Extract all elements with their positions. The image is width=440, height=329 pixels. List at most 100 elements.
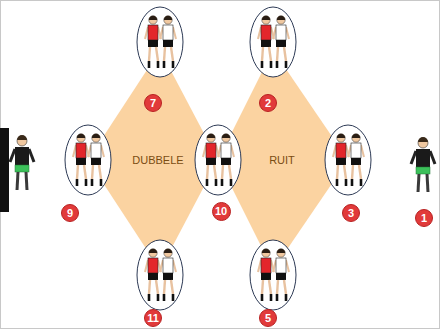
player-pair <box>250 240 296 310</box>
player-leg <box>222 165 223 179</box>
player-leg <box>269 280 271 294</box>
player-arm <box>286 260 289 272</box>
player-pair <box>137 7 183 77</box>
player-figure <box>145 249 161 301</box>
player-sock <box>206 179 209 186</box>
player-leg <box>171 280 173 294</box>
player-sock <box>351 179 354 186</box>
player-leg <box>156 47 158 61</box>
keeper-arm <box>10 149 15 162</box>
player-arm <box>88 145 91 157</box>
player-hair <box>149 16 157 20</box>
player-figure <box>160 249 176 301</box>
player-head <box>277 249 285 257</box>
callout-number: 9 <box>67 208 73 219</box>
player-head <box>337 134 345 142</box>
player-figure <box>145 16 161 68</box>
player-number: 1 <box>415 209 433 227</box>
player-leg <box>277 47 278 61</box>
player-hair <box>262 249 270 253</box>
player-shirt <box>148 25 158 40</box>
player-shirt <box>261 25 271 40</box>
goal-bar <box>0 128 9 212</box>
player-leg <box>149 280 150 294</box>
player-number: 3 <box>342 204 360 222</box>
player-pair <box>325 125 371 195</box>
player-sock <box>163 61 166 68</box>
player-pair <box>250 7 296 77</box>
player-leg <box>149 47 150 61</box>
player-head <box>77 134 85 142</box>
callout-number: 3 <box>348 208 354 219</box>
player-number: 9 <box>61 204 79 222</box>
player-leg <box>344 165 346 179</box>
player-shorts <box>276 40 286 47</box>
player-shorts <box>261 40 271 47</box>
player-leg <box>214 165 216 179</box>
player-shorts <box>221 158 231 165</box>
position-ellipse <box>250 240 296 310</box>
player-leg <box>284 280 286 294</box>
player-figure <box>203 134 219 186</box>
player-leg <box>164 47 165 61</box>
player-hair <box>164 249 172 253</box>
goalkeeper-right <box>411 137 435 192</box>
player-leg <box>207 165 208 179</box>
player-leg <box>84 165 86 179</box>
player-sock <box>276 61 279 68</box>
position-ellipse <box>137 240 183 310</box>
player-sock <box>76 179 79 186</box>
player-leg <box>92 165 93 179</box>
player-arm <box>203 145 206 157</box>
player-arm <box>73 145 76 157</box>
player-head <box>92 134 100 142</box>
player-figure <box>333 134 349 186</box>
player-head <box>149 249 157 257</box>
player-shorts <box>336 158 346 165</box>
keeper-head <box>418 138 428 148</box>
player-pair <box>137 240 183 310</box>
drill-diamond: RUIT2 <box>218 50 348 270</box>
player-head <box>277 16 285 24</box>
player-sock <box>261 61 264 68</box>
player-hair <box>277 16 285 20</box>
player-shorts <box>276 273 286 280</box>
player-number: 7 <box>144 94 162 112</box>
player-leg <box>284 47 286 61</box>
player-shorts <box>91 158 101 165</box>
player-leg <box>352 165 353 179</box>
player-figure <box>273 16 289 68</box>
player-head <box>352 134 360 142</box>
player-arm <box>258 260 261 272</box>
position-ellipse <box>325 125 371 195</box>
player-sock <box>148 294 151 301</box>
player-sock <box>157 294 160 301</box>
player-shirt <box>163 25 173 40</box>
player-sock <box>336 179 339 186</box>
player-head <box>262 16 270 24</box>
player-shirt <box>91 143 101 158</box>
player-hair <box>164 16 172 20</box>
player-number: 5 <box>259 309 277 327</box>
player-hair <box>352 134 360 138</box>
player-arm <box>173 260 176 272</box>
player-number: 10 <box>212 202 231 221</box>
player-arm <box>348 145 351 157</box>
keeper-shorts <box>416 167 430 174</box>
keeper-arm <box>430 151 435 164</box>
player-sock <box>215 179 218 186</box>
player-arm <box>160 27 163 39</box>
keeper-leg <box>26 172 27 190</box>
player-pair <box>65 125 111 195</box>
player-shorts <box>206 158 216 165</box>
player-leg <box>262 280 263 294</box>
player-number: 2 <box>259 94 277 112</box>
player-figure <box>160 16 176 68</box>
player-shirt <box>276 258 286 273</box>
player-shirt <box>351 143 361 158</box>
player-shirt <box>221 143 231 158</box>
keeper-hair <box>418 137 428 142</box>
player-shorts <box>148 273 158 280</box>
player-figure <box>88 134 104 186</box>
